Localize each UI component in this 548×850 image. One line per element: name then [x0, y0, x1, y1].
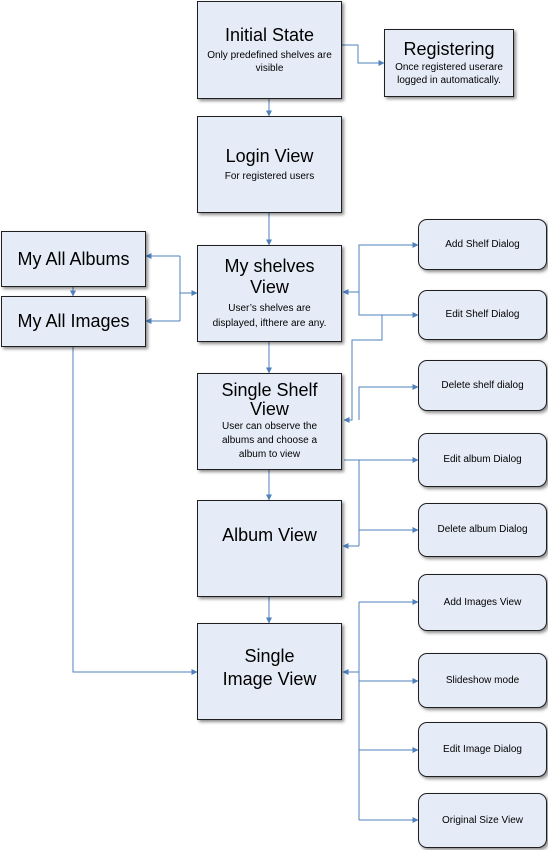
original-size-view-title: Original Size View	[442, 814, 523, 826]
connector-shelves-to-add-shelf	[358, 242, 419, 292]
connector-single-shelf-to-delete-shelf	[358, 384, 419, 420]
registering-subtitle: Once registered userare logged in automa…	[395, 62, 503, 86]
edit-shelf-dialog-title: Edit Shelf Dialog	[445, 309, 520, 320]
delete-album-dialog-node: Delete album Dialog	[418, 503, 547, 557]
my-shelves-view-title: My shelves View	[224, 256, 315, 297]
edit-shelf-dialog-node: Edit Shelf Dialog	[418, 290, 547, 340]
original-size-view-node: Original Size View	[418, 793, 547, 848]
album-view-node: Album View	[197, 500, 342, 597]
connector-album-to-delete-album	[358, 527, 419, 546]
single-shelf-view-subtitle: User can observe the albums and choose a…	[221, 421, 318, 460]
slideshow-mode-title: Slideshow mode	[445, 674, 520, 686]
delete-shelf-dialog-title: Delete shelf dialog	[441, 379, 524, 391]
initial-state-subtitle: Only predefined shelves are visible	[207, 50, 332, 74]
edit-album-dialog-title: Edit album Dialog	[443, 454, 522, 465]
my-all-albums-title: My All Albums	[17, 248, 130, 269]
initial-state-title: Initial State	[224, 25, 315, 45]
slideshow-mode-node: Slideshow mode	[418, 653, 547, 708]
my-all-albums-node: My All Albums	[1, 231, 146, 287]
single-shelf-view-node: Single Shelf View User can observe the a…	[197, 373, 342, 470]
add-shelf-dialog-node: Add Shelf Dialog	[418, 219, 547, 270]
my-all-images-node: My All Images	[1, 296, 146, 347]
login-view-node: Login View For registered users	[197, 116, 342, 213]
delete-album-dialog-title: Delete album Dialog	[437, 524, 528, 535]
delete-shelf-dialog-node: Delete shelf dialog	[418, 360, 547, 411]
connector-edit-shelf-to-single-shelf	[343, 315, 383, 423]
connector-initial-to-registering	[341, 44, 385, 66]
login-view-title: Login View	[225, 146, 314, 166]
album-view-title: Album View	[222, 525, 317, 545]
add-images-view-node: Add Images View	[418, 574, 547, 631]
single-image-view-node: Single Image View	[197, 623, 342, 720]
my-shelves-view-node: My shelves View User’s shelves are displ…	[197, 245, 342, 342]
registering-node: Registering Once registered userare logg…	[384, 29, 514, 97]
edit-album-dialog-node: Edit album Dialog	[418, 433, 547, 487]
connector-albums-images-to-shelves	[179, 256, 197, 321]
connector-album-to-edit-album	[358, 457, 419, 546]
my-shelves-view-subtitle: User’s shelves are displayed, ifthere ar…	[212, 303, 327, 329]
add-shelf-dialog-title: Add Shelf Dialog	[445, 238, 520, 250]
connector-shelves-to-edit-shelf	[358, 292, 419, 318]
connector-images-to-single-image	[72, 347, 198, 675]
single-image-view-title: Single Image View	[222, 645, 317, 689]
add-images-view-title: Add Images View	[443, 596, 522, 608]
my-all-images-title: My All Images	[17, 311, 130, 331]
initial-state-node: Initial State Only predefined shelves ar…	[197, 1, 342, 99]
registering-title: Registering	[403, 39, 495, 59]
single-shelf-view-title: Single Shelf View	[221, 380, 318, 419]
login-view-subtitle: For registered users	[224, 171, 315, 182]
edit-image-dialog-node: Edit Image Dialog	[418, 722, 547, 777]
edit-image-dialog-title: Edit Image Dialog	[443, 743, 522, 755]
